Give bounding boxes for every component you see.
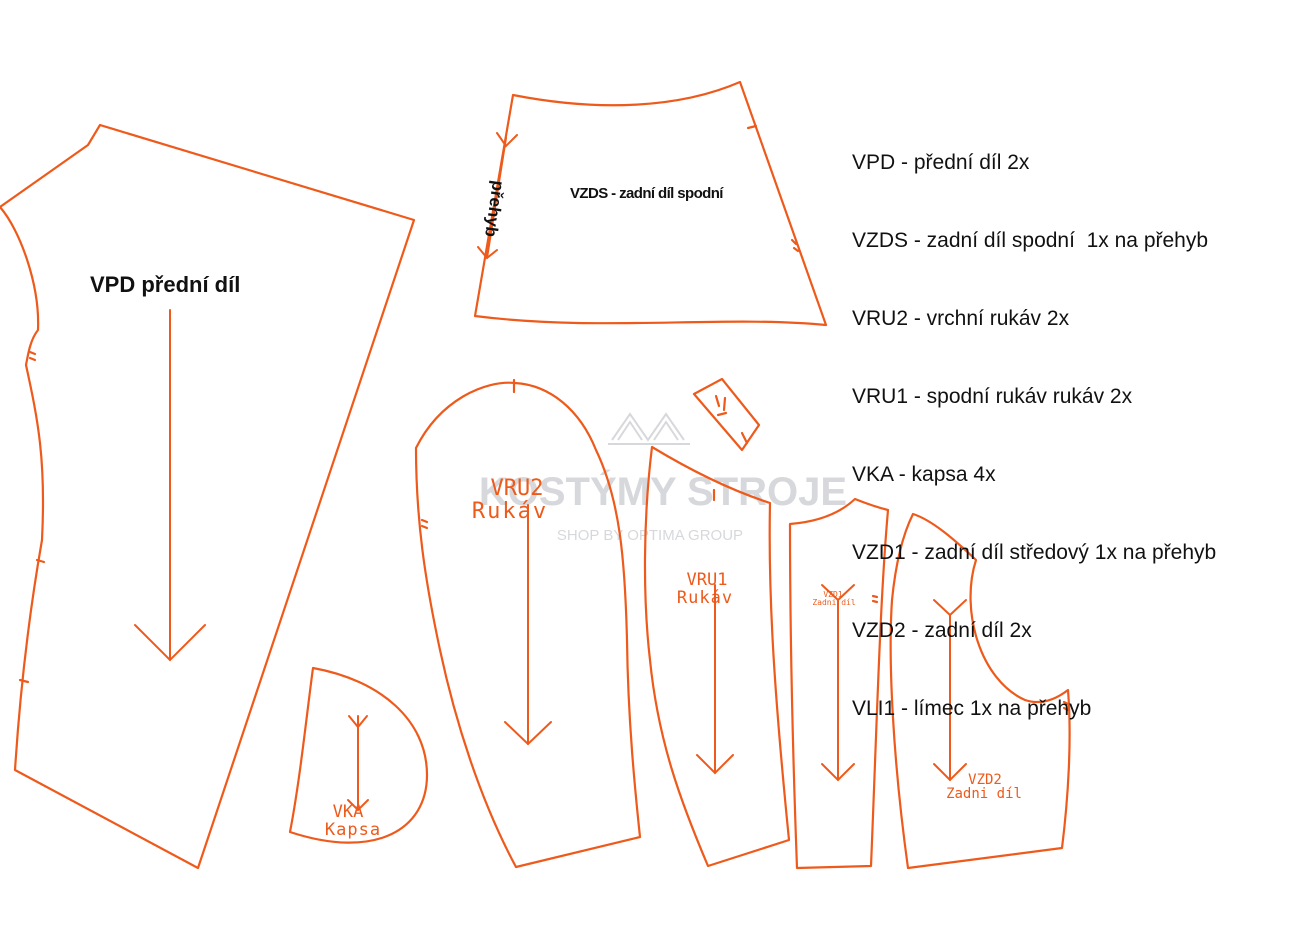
vka-name: Kapsa <box>325 820 381 840</box>
vpd-label: VPD přední díl <box>90 272 240 297</box>
vzds-label: VZDS - zadní díl spodní <box>570 185 724 202</box>
legend-item: VZDS - zadní díl spodní 1x na přehyb <box>852 229 1209 252</box>
vzd2-grainline <box>933 599 967 782</box>
legend-item: VLI1 - límec 1x na přehyb <box>852 697 1092 720</box>
legend-item: VZD2 - zadní díl 2x <box>852 619 1032 642</box>
vzd1-grainline <box>821 584 855 782</box>
vru1-name: Rukáv <box>677 588 733 608</box>
piece-vpd: VPD přední díl <box>0 123 416 870</box>
legend-item: VRU1 - spodní rukáv rukáv 2x <box>852 385 1133 408</box>
vzd1-name: Zadni díl <box>812 598 856 607</box>
piece-vru2: VRU2 Rukáv <box>414 378 642 869</box>
vru2-name: Rukáv <box>472 499 548 524</box>
vru2-grainline <box>504 504 552 746</box>
vzd2-code: VZD2 <box>968 772 1002 788</box>
piece-vzd1: VZD1 Zadni díl <box>788 497 890 870</box>
watermark-brand: KOSTÝMY STROJE <box>479 468 847 514</box>
vzds-fold-line <box>477 132 518 260</box>
vru2-code: VRU2 <box>491 476 544 501</box>
vzds-fold-label: přehyb <box>481 179 508 238</box>
piece-vzd2: VZD2 Zadni díl <box>889 512 1071 870</box>
watermark-logo-icon <box>608 412 690 445</box>
piece-legend: VPD - přední díl 2x VZDS - zadní díl spo… <box>852 98 1216 748</box>
piece-vzds: VZDS - zadní díl spodní přehyb <box>473 80 828 327</box>
vru1-code: VRU1 <box>687 570 728 590</box>
piece-vru1: VRU1 Rukáv <box>643 445 791 868</box>
legend-item: VRU2 - vrchní rukáv 2x <box>852 307 1070 330</box>
piece-vli1-collar <box>692 377 761 452</box>
legend-item: VPD - přední díl 2x <box>852 151 1030 174</box>
vru1-grainline <box>696 584 734 775</box>
legend-item: VKA - kapsa 4x <box>852 463 996 486</box>
vpd-grainline <box>134 309 206 662</box>
legend-item: VZD1 - zadní díl středový 1x na přehyb <box>852 541 1217 564</box>
watermark-tagline: SHOP BY OPTIMA GROUP <box>557 527 743 544</box>
vka-grainline <box>347 715 369 812</box>
vzd2-name: Zadni díl <box>946 786 1022 802</box>
piece-vka: VKA Kapsa <box>288 666 429 844</box>
watermark: KOSTÝMY STROJE SHOP BY OPTIMA GROUP <box>479 412 847 544</box>
